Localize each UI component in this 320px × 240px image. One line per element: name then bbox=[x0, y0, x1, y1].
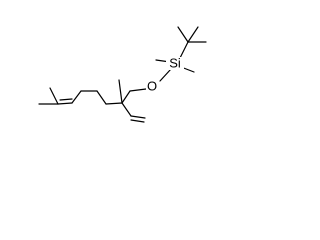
molecule-structure: Si O bbox=[38, 26, 207, 123]
bond-vinyl-double-a bbox=[130, 115, 146, 119]
bond-o-ch2 bbox=[129, 88, 147, 92]
bond-alkene-double-a bbox=[57, 102, 73, 105]
bond-ch2-cq bbox=[121, 90, 131, 104]
bond-cq-methyl bbox=[118, 79, 123, 104]
bond-cquat-me1 bbox=[177, 26, 189, 43]
bond-terminal-methyl-up bbox=[49, 87, 59, 105]
bond-alkene-double-b bbox=[59, 98, 73, 101]
bond-cquat-me2 bbox=[187, 26, 199, 43]
bond-cq-chain1 bbox=[105, 102, 123, 105]
bond-vinyl-double-b bbox=[130, 119, 145, 123]
bond-alkene-single bbox=[71, 90, 82, 104]
silicon-label: Si bbox=[169, 55, 181, 70]
bond-cq-vinyl bbox=[121, 102, 132, 117]
oxygen-label: O bbox=[147, 78, 157, 93]
bond-chain1-chain2 bbox=[96, 90, 107, 105]
bond-si-cquat bbox=[179, 41, 189, 59]
atom-labels: Si O bbox=[146, 55, 184, 93]
bond-si-o bbox=[159, 68, 172, 82]
bond-group bbox=[38, 26, 207, 123]
